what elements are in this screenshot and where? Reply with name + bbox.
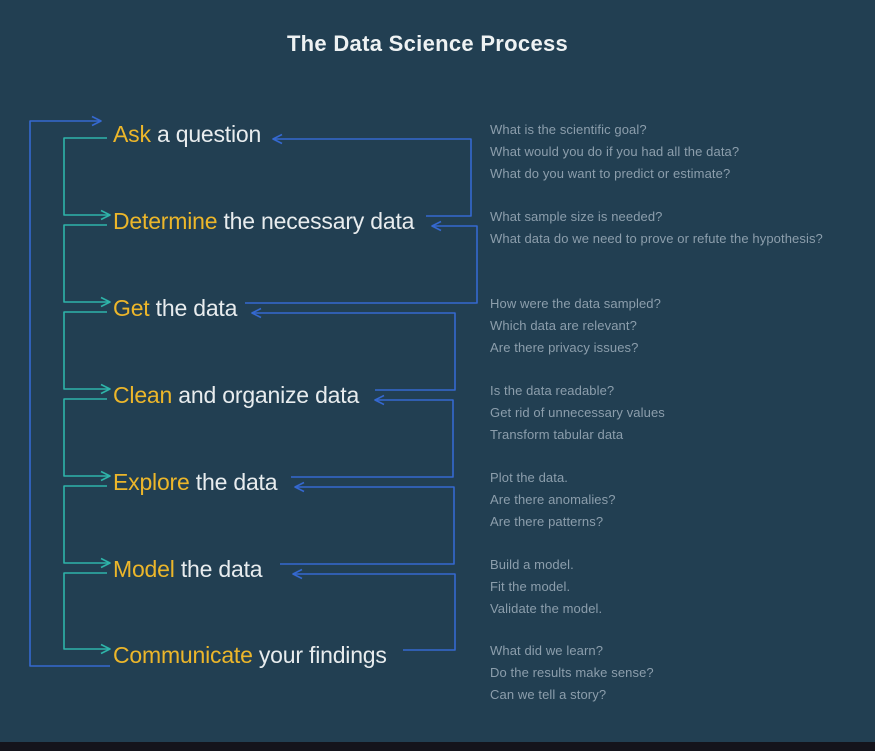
step-notes-get: How were the data sampled? Which data are…: [490, 293, 661, 359]
note-line: Are there anomalies?: [490, 492, 616, 507]
step-notes-communicate: What did we learn? Do the results make se…: [490, 640, 654, 706]
note-line: Which data are relevant?: [490, 318, 637, 333]
forward-arrow-model-to-communicate: [63, 572, 110, 650]
feedback-arrow-communicate-to-model: [293, 573, 456, 651]
note-line: What did we learn?: [490, 643, 604, 658]
forward-arrow-explore-to-model: [63, 485, 110, 564]
step-label-ask: Ask a question: [113, 119, 261, 149]
note-line: Can we tell a story?: [490, 687, 607, 702]
step-rest: your findings: [252, 642, 387, 668]
note-line: Build a model.: [490, 557, 574, 572]
forward-arrow-determine-to-get: [63, 224, 110, 303]
note-line: Is the data readable?: [490, 383, 615, 398]
note-line: How were the data sampled?: [490, 296, 661, 311]
note-line: What do you want to predict or estimate?: [490, 166, 731, 181]
note-line: Are there privacy issues?: [490, 340, 639, 355]
feedback-arrow-get-to-determine: [245, 225, 478, 304]
note-line: What is the scientific goal?: [490, 122, 647, 137]
note-line: Plot the data.: [490, 470, 569, 485]
step-notes-determine: What sample size is needed? What data do …: [490, 206, 823, 250]
step-keyword: Get: [113, 295, 150, 321]
step-keyword: Ask: [113, 121, 151, 147]
note-line: Get rid of unnecessary values: [490, 405, 665, 420]
step-notes-explore: Plot the data. Are there anomalies? Are th…: [490, 467, 616, 533]
step-notes-model: Build a model. Fit the model. Validate the…: [490, 554, 602, 620]
feedback-arrow-explore-to-clean: [291, 399, 454, 478]
note-line: Validate the model.: [490, 601, 603, 616]
step-notes-clean: Is the data readable? Get rid of unnecess…: [490, 380, 665, 446]
step-keyword: Communicate: [113, 642, 253, 668]
step-rest: and organize data: [172, 382, 360, 408]
step-keyword: Determine: [113, 208, 218, 234]
note-line: Transform tabular data: [490, 427, 624, 442]
forward-arrow-clean-to-explore-head: [100, 470, 111, 482]
forward-arrow-ask-to-determine-head: [100, 209, 111, 221]
note-line: Do the results make sense?: [490, 665, 654, 680]
step-label-communicate: Communicate your findings: [113, 640, 387, 670]
step-label-clean: Clean and organize data: [113, 380, 359, 410]
step-label-model: Model the data: [113, 554, 263, 584]
step-notes-ask: What is the scientific goal? What would y…: [490, 119, 739, 185]
forward-arrow-model-to-communicate-head: [100, 643, 111, 655]
feedback-arrow-determine-to-ask: [273, 138, 472, 217]
step-label-get: Get the data: [113, 293, 237, 323]
step-rest: the data: [149, 295, 238, 321]
note-line: What would you do if you had all the dat…: [490, 144, 740, 159]
feedback-arrow-determine-to-ask-head: [272, 133, 283, 145]
step-rest: the data: [174, 556, 263, 582]
note-line: Fit the model.: [490, 579, 571, 594]
step-rest: the necessary data: [217, 208, 415, 234]
cycle-arrow-communicate-to-ask: [29, 120, 110, 667]
diagram-title: The Data Science Process: [286, 31, 569, 56]
note-line: What sample size is needed?: [490, 209, 663, 224]
forward-arrow-explore-to-model-head: [100, 557, 111, 569]
bottom-bar: [0, 742, 875, 751]
step-rest: the data: [189, 469, 278, 495]
forward-arrow-ask-to-determine: [63, 137, 110, 216]
feedback-arrow-clean-to-get-head: [251, 307, 262, 319]
step-label-determine: Determine the necessary data: [113, 206, 414, 236]
forward-arrow-get-to-clean-head: [100, 383, 111, 395]
feedback-arrow-communicate-to-model-head: [292, 568, 303, 580]
step-keyword: Explore: [113, 469, 190, 495]
note-line: What data do we need to prove or refute …: [490, 231, 823, 246]
feedback-arrow-get-to-determine-head: [431, 220, 442, 232]
step-keyword: Clean: [113, 382, 173, 408]
feedback-arrow-model-to-explore-head: [294, 481, 305, 493]
feedback-arrow-explore-to-clean-head: [374, 394, 385, 406]
feedback-arrow-model-to-explore: [280, 486, 455, 565]
step-label-explore: Explore the data: [113, 467, 278, 497]
step-keyword: Model: [113, 556, 175, 582]
feedback-arrow-clean-to-get: [252, 312, 456, 391]
forward-arrow-get-to-clean: [63, 311, 110, 390]
forward-arrow-clean-to-explore: [63, 398, 110, 477]
step-rest: a question: [150, 121, 262, 147]
forward-arrow-determine-to-get-head: [100, 296, 111, 308]
note-line: Are there patterns?: [490, 514, 604, 529]
cycle-arrow-communicate-to-ask-head: [91, 115, 102, 127]
